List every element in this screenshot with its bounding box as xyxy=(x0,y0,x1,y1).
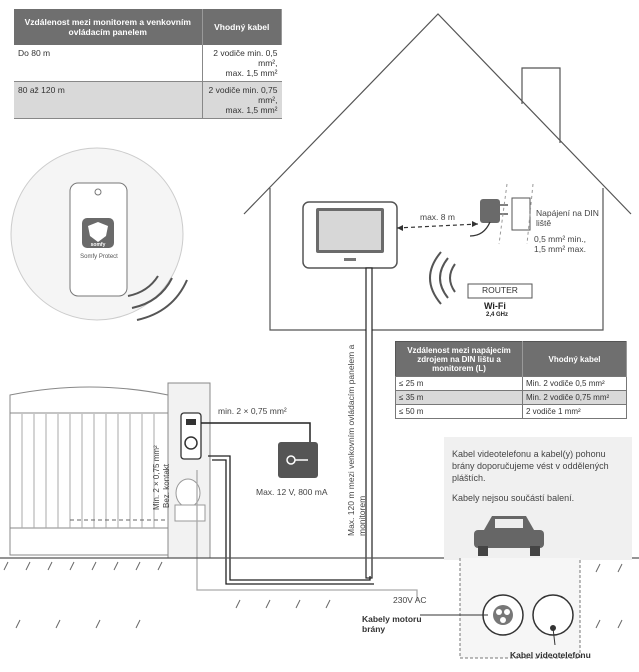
router-label: ROUTER xyxy=(482,285,518,295)
table1-cell-distance: 80 až 120 m xyxy=(14,81,203,119)
cable-table-power: Vzdálenost mezi napájecím zdrojem na DIN… xyxy=(395,341,627,419)
gate-pillar xyxy=(167,382,211,559)
label-din-power: Napájení na DIN liště xyxy=(536,208,599,228)
phone-app-name: Somfy Protect xyxy=(80,254,118,260)
table1-header-cable: Vhodný kabel xyxy=(202,9,283,45)
table2-cell-distance: ≤ 25 m xyxy=(395,376,523,391)
vertical-cable xyxy=(365,267,373,579)
chimney xyxy=(521,67,561,143)
label-ac: 230V AC xyxy=(393,595,427,605)
din-module xyxy=(511,197,531,231)
video-cable-conduit xyxy=(532,594,574,636)
label-min-cable: min. 2 × 0,75 mm² xyxy=(218,406,287,416)
label-keypad-power: Max. 12 V, 800 mA xyxy=(256,487,328,497)
label-gate-contact: Bez. kontakt xyxy=(162,463,171,508)
note-separate-sheaths: Kabel videotelefonu a kabel(y) pohonu br… xyxy=(452,449,609,483)
wifi-frequency: 2,4 GHz xyxy=(486,312,509,318)
table2-cell-cable: Min. 2 vodiče 0,75 mm² xyxy=(522,390,627,405)
label-video-cable: Kabel videotelefonu xyxy=(510,650,591,660)
table2-cell-cable: 2 vodiče 1 mm² xyxy=(522,404,627,419)
cable-table-monitor-outdoor: Vzdálenost mezi monitorem a venkovním ov… xyxy=(14,9,283,119)
table1-cell-distance: Do 80 m xyxy=(14,45,203,82)
note-not-included: Kabely nejsou součástí balení. xyxy=(452,493,575,503)
label-vertical-cable: Max. 120 m mezi venkovním ovládacím pane… xyxy=(346,344,367,536)
label-max-8m: max. 8 m xyxy=(420,212,455,222)
table2-header-distance: Vzdálenost mezi napájecím zdrojem na DIN… xyxy=(395,341,523,377)
label-din-cable: 0,5 mm² min., 1,5 mm² max. xyxy=(534,234,586,254)
label-motor-cables: Kabely motoru brány xyxy=(362,614,422,634)
router-box xyxy=(467,283,533,299)
table2-cell-cable: Min. 2 vodiče 0,5 mm² xyxy=(522,376,627,391)
table1-cell-cable: 2 vodiče min. 0,5 mm²,max. 1,5 mm² xyxy=(201,45,282,82)
table1-header-distance: Vzdálenost mezi monitorem a venkovním ov… xyxy=(14,9,203,45)
table1-cell-cable: 2 vodiče min. 0,75 mm²,max. 1,5 mm² xyxy=(201,81,282,119)
table2-header-cable: Vhodný kabel xyxy=(522,341,627,377)
gate-motor xyxy=(174,504,206,522)
wifi-label: Wi-Fi xyxy=(484,301,506,311)
house-walls xyxy=(269,188,604,331)
label-gate-cable: Min. 2 × 0,75 mm² xyxy=(152,445,161,510)
table2-cell-distance: ≤ 35 m xyxy=(395,390,523,405)
table2-cell-distance: ≤ 50 m xyxy=(395,404,523,419)
car-icon xyxy=(474,516,544,556)
house-outline xyxy=(243,13,632,215)
power-adapter xyxy=(480,199,500,223)
phone-brand: somfy xyxy=(90,242,106,248)
